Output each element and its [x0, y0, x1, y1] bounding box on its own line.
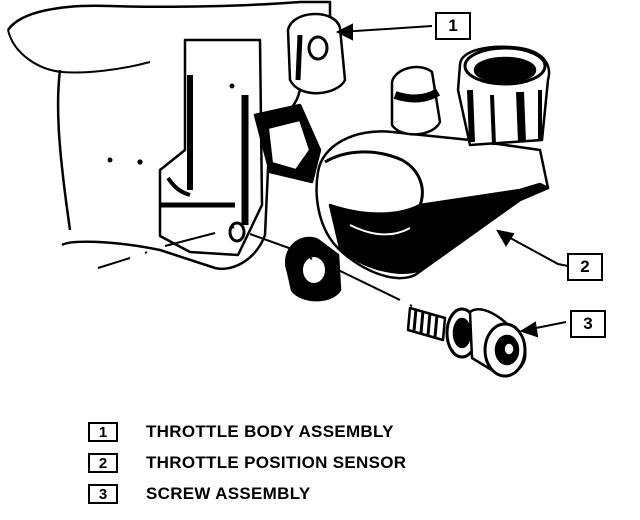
throttle-body-assembly-drawing [6, 0, 347, 271]
legend-label: THROTTLE BODY ASSEMBLY [146, 422, 394, 441]
legend-label: SCREW ASSEMBLY [146, 484, 311, 503]
callout-3-box: 3 [570, 310, 606, 338]
screw-assembly-drawing [406, 306, 527, 378]
callout-1-box: 1 [435, 12, 471, 40]
throttle-position-sensor-drawing [285, 45, 551, 302]
legend-label: THROTTLE POSITION SENSOR [146, 453, 407, 472]
legend-item: 2 THROTTLE POSITION SENSOR [88, 452, 406, 474]
legend-number-box: 1 [88, 422, 118, 442]
callout-leaders [335, 23, 569, 338]
legend-item: 3 SCREW ASSEMBLY [88, 483, 310, 505]
legend-item: 1 THROTTLE BODY ASSEMBLY [88, 421, 394, 443]
alignment-centerline [97, 226, 413, 307]
legend-number-box: 3 [88, 484, 118, 504]
callout-2-box: 2 [567, 253, 603, 281]
legend-number-box: 2 [88, 453, 118, 473]
